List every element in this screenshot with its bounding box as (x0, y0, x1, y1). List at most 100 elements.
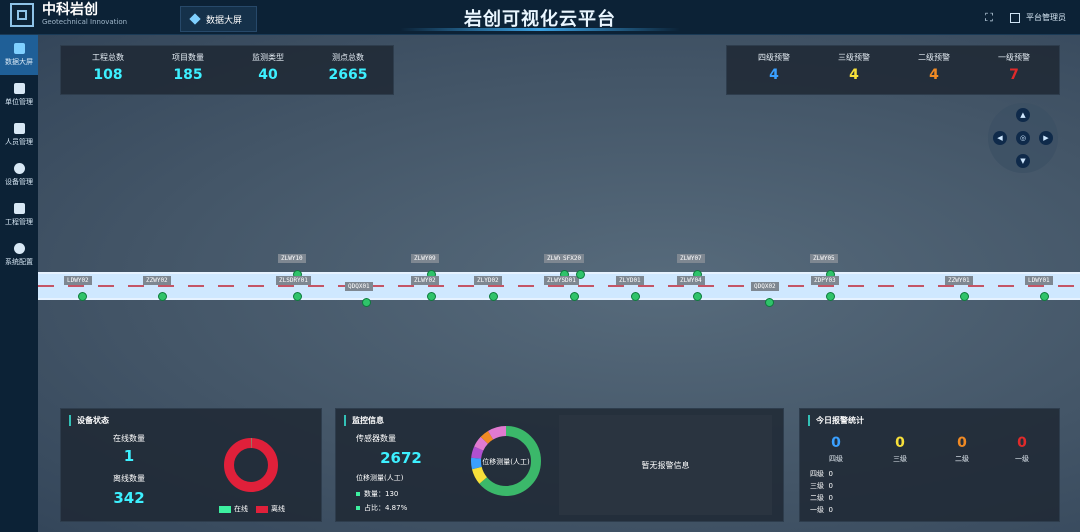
list-value: 0 (828, 506, 833, 514)
map-point-label[interactable]: QDQX02 (751, 282, 779, 291)
map-point-label[interactable]: ZLYD02 (474, 276, 502, 285)
user-name: 平台管理员 (1026, 13, 1066, 22)
sidebar-item-label: 数据大屏 (5, 58, 33, 66)
stat-monitor-types: 监测类型 40 (233, 52, 303, 83)
map-point-marker[interactable] (293, 292, 302, 301)
map-point-label[interactable]: LDWY02 (64, 276, 92, 285)
map-point-label[interactable]: SFX20 (560, 254, 585, 263)
sidebar-item-label: 系统配置 (5, 258, 33, 266)
map-point-label[interactable]: ZLWY05 (810, 254, 838, 263)
user-menu[interactable]: 平台管理员 (1010, 12, 1066, 23)
sidebar-item-devices[interactable]: 设备管理 (0, 155, 38, 195)
list-value: 0 (828, 470, 833, 478)
donut-center-label: 位移测量(人工) (482, 458, 530, 466)
stat-label: 一级预警 (998, 53, 1030, 62)
map-point-label[interactable]: ZZWY02 (143, 276, 171, 285)
map-point-marker[interactable] (960, 292, 969, 301)
level-count: 0 (831, 435, 841, 451)
stat-project-total: 工程总数 108 (73, 52, 143, 83)
map-point-marker[interactable] (78, 292, 87, 301)
alarm-level-1: 一级预警 7 (979, 52, 1049, 83)
reset-view-button[interactable]: ◎ (1016, 131, 1030, 145)
list-item: 一级 0 (810, 504, 833, 516)
online-count-value: 1 (123, 447, 135, 465)
list-label: 三级 (810, 482, 824, 490)
legend-swatch (256, 505, 268, 513)
stat-label: 四级预警 (758, 53, 790, 62)
donut-slice-online (224, 438, 278, 492)
tab-data-dashboard[interactable]: 数据大屏 (180, 6, 258, 32)
map-point-label[interactable]: ZLWY04 (677, 276, 705, 285)
map-point-label[interactable]: ZLWY09 (411, 254, 439, 263)
stat-value: 4 (929, 67, 939, 83)
sidebar-item-projects[interactable]: 工程管理 (0, 195, 38, 235)
map-point-label[interactable]: QDQX01 (345, 282, 373, 291)
sidebar-item-units[interactable]: 单位管理 (0, 75, 38, 115)
fullscreen-icon[interactable]: ⛶ (985, 11, 993, 24)
map-point-marker[interactable] (570, 292, 579, 301)
title-decoration (400, 28, 680, 31)
level-label: 四级 (829, 455, 843, 463)
map-point-marker[interactable] (1040, 292, 1049, 301)
device-status-panel: 设备状态 在线数量 1 离线数量 342 在线 离线 (60, 408, 322, 522)
map-point-label[interactable]: ZDPY03 (811, 276, 839, 285)
stat-item-count: 项目数量 185 (153, 52, 223, 83)
pan-up-button[interactable]: ▲ (1016, 108, 1030, 122)
stat-value: 4 (849, 67, 859, 83)
pan-down-button[interactable]: ▼ (1016, 154, 1030, 168)
people-icon (13, 123, 25, 134)
logo-icon (10, 3, 34, 27)
map-point-marker[interactable] (765, 298, 774, 307)
monitor-info-panel: 监控信息 传感器数量 2672 位移测量(人工) 数量：130 占比：4.87%… (335, 408, 784, 522)
cube-icon (189, 13, 201, 25)
map-point-label[interactable]: ZLSDRY01 (276, 276, 311, 285)
map-point-label[interactable]: ZLWY06 (544, 254, 572, 263)
pan-right-button[interactable]: ▶ (1039, 131, 1053, 145)
today-level-1: 0 一级 (1002, 435, 1042, 464)
map-point-label[interactable]: ZZWY01 (945, 276, 973, 285)
map-point-marker[interactable] (693, 292, 702, 301)
logo-name: 中科岩创 (42, 2, 98, 18)
chart-icon (13, 203, 25, 214)
pan-left-button[interactable]: ◀ (993, 131, 1007, 145)
map-point-label[interactable]: ZLWY10 (278, 254, 306, 263)
today-alarm-panel: 今日报警统计 0 四级 0 三级 0 二级 0 一级 (799, 408, 1060, 522)
map-point-label[interactable]: ZLWYSD01 (544, 276, 579, 285)
map-point-marker[interactable] (631, 292, 640, 301)
sidebar-item-label: 人员管理 (5, 138, 33, 146)
brand-logo[interactable]: 中科岩创 Geotechnical Innovation (10, 3, 127, 27)
calendar-icon (13, 83, 25, 94)
map-point-label[interactable]: LDWY01 (1025, 276, 1053, 285)
stat-label: 三级预警 (838, 53, 870, 62)
map-point-marker[interactable] (362, 298, 371, 307)
stat-label: 二级预警 (918, 53, 950, 62)
sidebar-item-people[interactable]: 人员管理 (0, 115, 38, 155)
sidebar: 数据大屏 单位管理 人员管理 设备管理 工程管理 系统配置 (0, 35, 38, 532)
map-point-label[interactable]: ZLYD01 (616, 276, 644, 285)
sidebar-item-settings[interactable]: 系统配置 (0, 235, 38, 275)
panel-title: 今日报警统计 (808, 415, 864, 426)
map-point-marker[interactable] (576, 270, 585, 279)
level-count: 0 (895, 435, 905, 451)
map-point-label[interactable]: ZLWY07 (677, 254, 705, 263)
list-label: 二级 (810, 494, 824, 502)
stat-label: 项目数量 (172, 53, 204, 62)
legend-online: 在线 (219, 504, 248, 514)
stat-value: 2665 (328, 67, 368, 83)
map-point-marker[interactable] (489, 292, 498, 301)
list-label: 一级 (810, 506, 824, 514)
map-point-marker[interactable] (826, 292, 835, 301)
manual-count: 数量：130 (356, 489, 398, 499)
list-item: 四级 0 (810, 468, 833, 480)
sidebar-item-label: 单位管理 (5, 98, 33, 106)
no-alarm-message: 暂无报警信息 (559, 415, 772, 515)
map-point-marker[interactable] (427, 292, 436, 301)
map-point-label[interactable]: ZLWY02 (411, 276, 439, 285)
map-point-marker[interactable] (158, 292, 167, 301)
list-value: 0 (828, 482, 833, 490)
sidebar-item-dashboard[interactable]: 数据大屏 (0, 35, 38, 75)
offline-count-value: 342 (113, 489, 145, 507)
sidebar-item-label: 工程管理 (5, 218, 33, 226)
stat-label: 测点总数 (332, 53, 364, 62)
logo-tagline: Geotechnical Innovation (42, 18, 128, 26)
